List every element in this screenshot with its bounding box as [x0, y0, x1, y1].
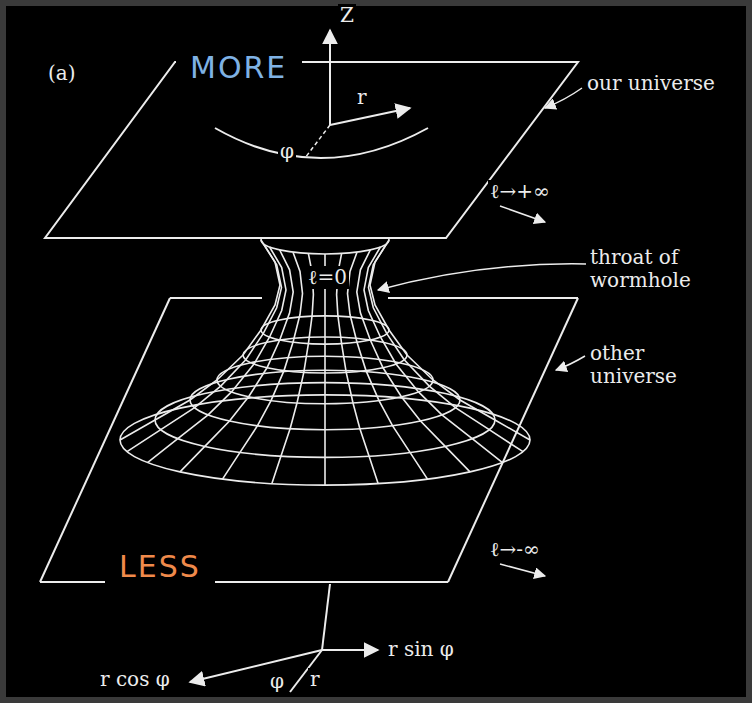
- leader-line: [556, 356, 585, 370]
- box-text: LESS: [119, 549, 201, 584]
- throat-ring: [120, 395, 530, 485]
- z-axis: [329, 30, 331, 125]
- less-box: LESS: [105, 543, 215, 590]
- wormhole-throat: [120, 226, 530, 485]
- radius-label: r: [308, 668, 322, 691]
- throat-meridian: [348, 252, 428, 479]
- frame: [3, 3, 749, 700]
- throat-meridian: [120, 240, 280, 440]
- panel-letter: (a): [46, 62, 78, 85]
- axis-label: r cos φ: [98, 668, 172, 691]
- angle-label: φ: [268, 670, 286, 693]
- radius-label: r: [355, 86, 369, 109]
- throat-ring: [243, 337, 407, 373]
- axis-arrow: [322, 649, 378, 651]
- angle-label: φ: [278, 140, 296, 163]
- radius-arrow: [330, 108, 410, 125]
- axis-line: [322, 584, 330, 650]
- leader-line: [378, 264, 586, 290]
- axis-label: Z: [338, 4, 356, 27]
- axis-label: r sin φ: [386, 638, 456, 661]
- region-label: our universe: [585, 72, 717, 95]
- throat-meridian: [370, 240, 530, 440]
- region-label: throat of wormhole: [588, 246, 702, 292]
- throat-meridian: [148, 247, 287, 463]
- coordinate-label: ℓ=0: [306, 266, 349, 289]
- upper-plane: [45, 62, 578, 238]
- throat-meridian: [364, 247, 503, 463]
- throat-ring: [217, 356, 433, 404]
- l-arrow: [500, 564, 545, 576]
- circle-arc: [215, 128, 428, 158]
- throat-meridian: [127, 244, 282, 452]
- l-arrow: [500, 206, 545, 222]
- throat-meridian: [180, 250, 293, 472]
- leader-line: [545, 88, 582, 108]
- angle-line: [305, 125, 330, 158]
- coordinate-label: ℓ→-∞: [488, 538, 542, 561]
- throat-meridian: [223, 252, 303, 479]
- more-box: MORE: [176, 44, 302, 91]
- radius-line: [290, 650, 322, 692]
- throat-ring: [155, 383, 495, 458]
- box-text: MORE: [190, 50, 288, 85]
- region-label: other universe: [588, 342, 702, 388]
- coordinate-label: ℓ→+∞: [488, 180, 552, 203]
